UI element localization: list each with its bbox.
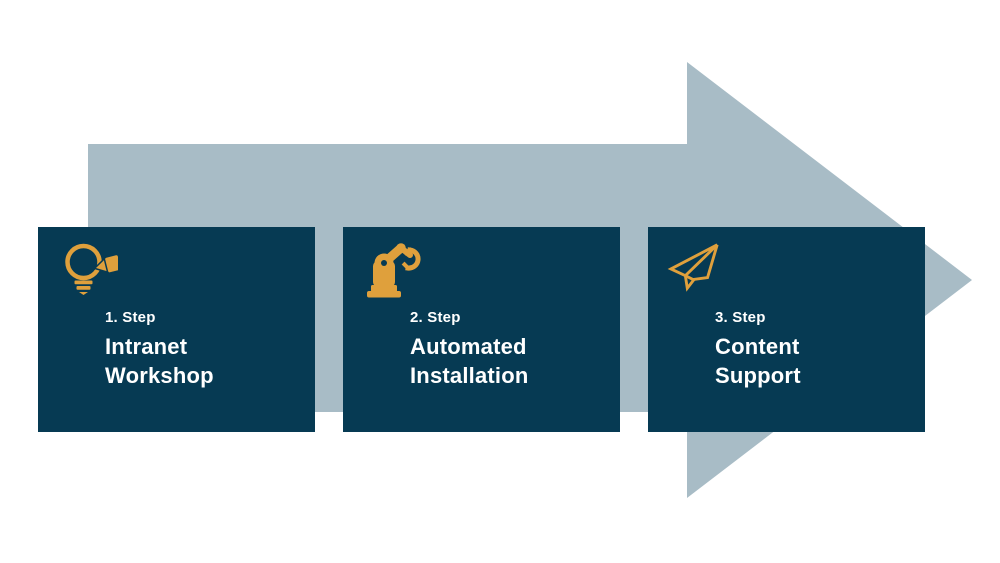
paper-plane-icon — [666, 240, 730, 298]
step-3-title-line2: Support — [715, 363, 801, 388]
step-2-text: 2. Step Automated Installation — [410, 307, 529, 390]
step-card-2: 2. Step Automated Installation — [343, 227, 620, 432]
step-2-title-line2: Installation — [410, 363, 529, 388]
step-card-1: 1. Step Intranet Workshop — [38, 227, 315, 432]
step-3-title-line1: Content — [715, 334, 800, 359]
step-card-3: 3. Step Content Support — [648, 227, 925, 432]
step-1-title-line2: Workshop — [105, 363, 214, 388]
step-2-title-line1: Automated — [410, 334, 527, 359]
step-1-text: 1. Step Intranet Workshop — [105, 307, 214, 390]
step-1-label: 1. Step — [105, 309, 156, 326]
step-1-title-line1: Intranet — [105, 334, 188, 359]
step-2-label: 2. Step — [410, 309, 461, 326]
robot-arm-icon — [365, 241, 429, 299]
lightbulb-marker-icon — [60, 241, 124, 299]
step-3-text: 3. Step Content Support — [715, 307, 801, 390]
step-3-label: 3. Step — [715, 309, 766, 326]
